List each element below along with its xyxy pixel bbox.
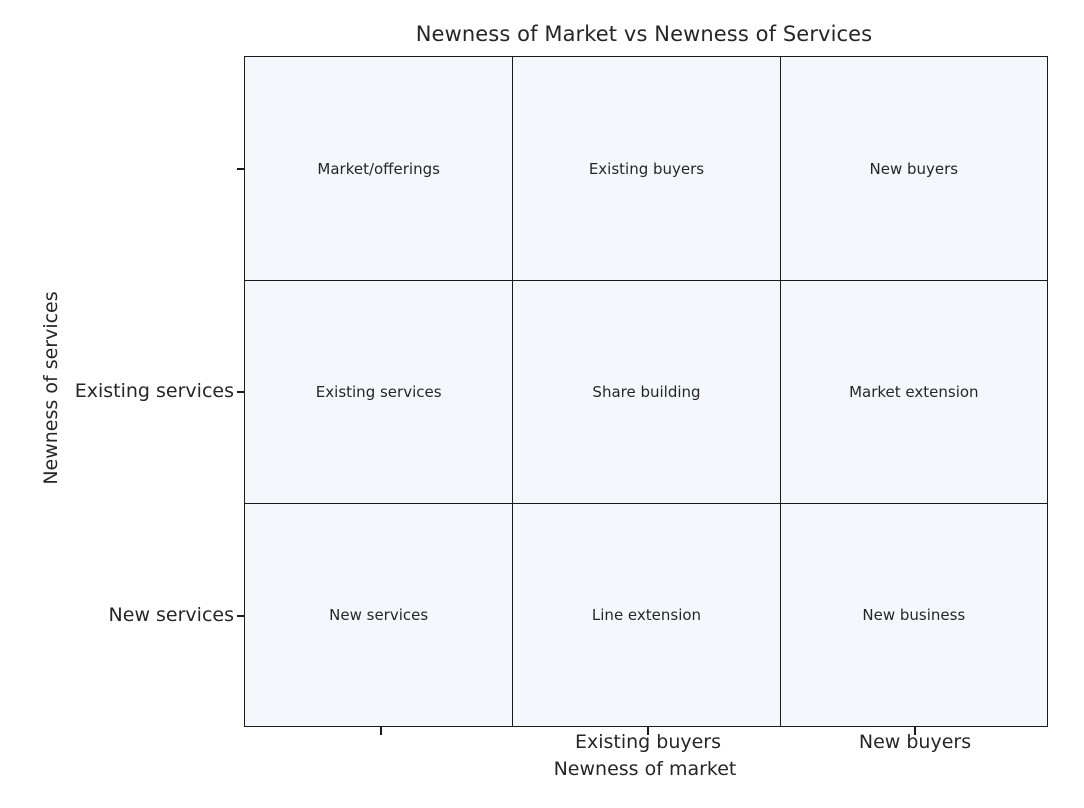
page-title: Newness of Market vs Newness of Services bbox=[0, 22, 1084, 46]
x-tick-label-new-buyers: New buyers bbox=[858, 731, 972, 753]
matrix-cell-r0c2[interactable]: New buyers bbox=[779, 57, 1047, 280]
x-tick-mark-right bbox=[914, 727, 916, 735]
matrix-cell-r2c2[interactable]: New business bbox=[779, 503, 1047, 726]
matrix-plot-area: Market/offerings Existing buyers New buy… bbox=[244, 56, 1048, 727]
matrix-cell-r2c1[interactable]: Line extension bbox=[512, 503, 780, 726]
y-tick-mark-top bbox=[237, 168, 245, 170]
x-tick-label-existing-buyers: Existing buyers bbox=[574, 731, 722, 753]
matrix-cell-r0c0[interactable]: Market/offerings bbox=[245, 57, 513, 280]
matrix-cell-r1c2[interactable]: Market extension bbox=[779, 280, 1047, 503]
x-axis-title-text: Newness of market bbox=[553, 758, 737, 780]
y-tick-label-new-services: New services bbox=[108, 604, 234, 626]
y-tick-label-existing-services: Existing services bbox=[74, 380, 234, 402]
matrix-cell-label: New services bbox=[329, 606, 429, 624]
y-axis-title: Newness of services bbox=[34, 0, 68, 808]
matrix-cell-label: Existing buyers bbox=[588, 159, 705, 178]
matrix-cell-label: New business bbox=[862, 606, 966, 624]
matrix-cell-r0c1[interactable]: Existing buyers bbox=[512, 57, 780, 280]
x-axis-title: Newness of market bbox=[244, 758, 1048, 780]
x-tick-mark-left bbox=[380, 727, 382, 735]
chart-title-text: Newness of Market vs Newness of Services bbox=[415, 22, 873, 46]
matrix-cell-label: Share building bbox=[592, 383, 701, 401]
matrix-cell-label: Existing services bbox=[315, 383, 442, 401]
matrix-cell-label: Market extension bbox=[849, 383, 979, 401]
x-tick-mark-middle bbox=[647, 727, 649, 735]
matrix-cell-r1c1[interactable]: Share building bbox=[512, 280, 780, 503]
y-tick-mark-middle bbox=[237, 391, 245, 393]
matrix-cell-r1c0[interactable]: Existing services bbox=[245, 280, 513, 503]
y-tick-mark-bottom bbox=[237, 615, 245, 617]
matrix-cell-label: New buyers bbox=[869, 159, 959, 178]
matrix-cell-r2c0[interactable]: New services bbox=[245, 503, 513, 726]
matrix-cell-label: Line extension bbox=[591, 606, 702, 624]
matrix-cell-label: Market/offerings bbox=[317, 159, 440, 178]
